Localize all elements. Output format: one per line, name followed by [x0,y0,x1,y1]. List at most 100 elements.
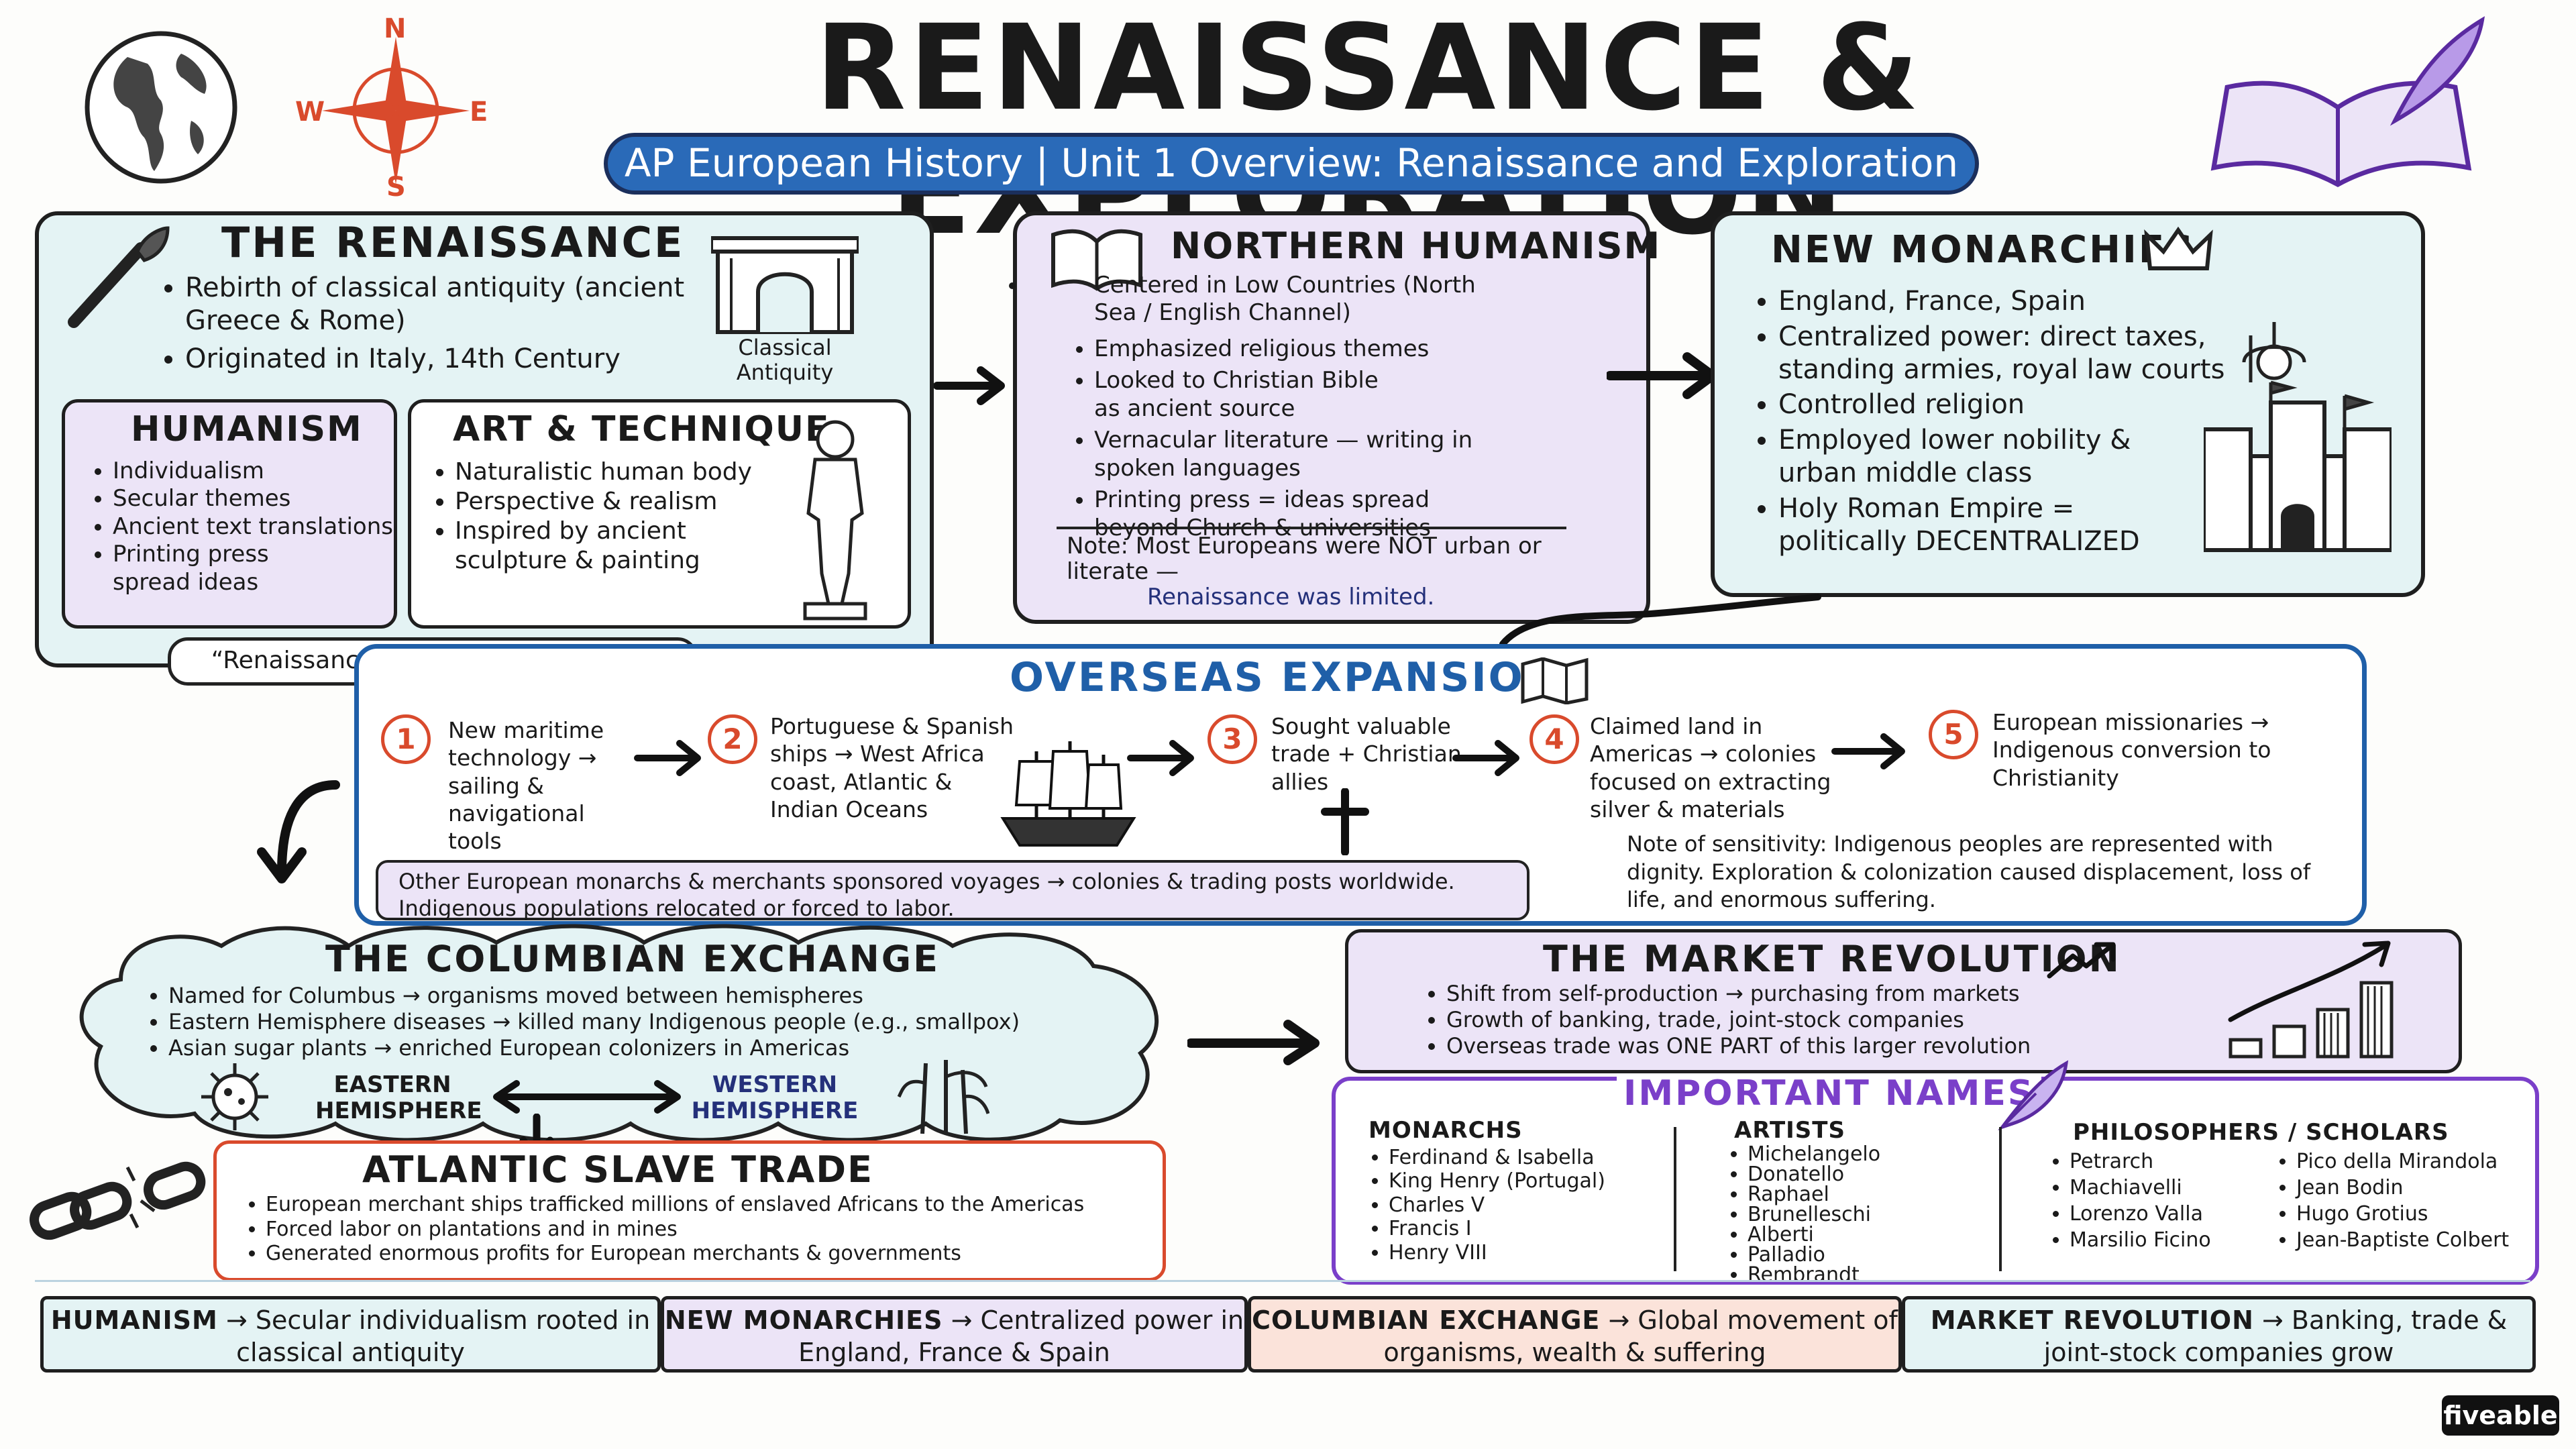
summary-columbian-exchange: COLUMBIAN EXCHANGE → Global movement of … [1248,1296,1902,1373]
list-item: Inspired by ancient sculpture & painting [455,517,790,576]
market-revolution-title: THE MARKET REVOLUTION [1543,938,2121,980]
step-number: 5 [1929,710,1978,759]
column-divider [1674,1127,1676,1271]
note-text: Note: Most Europeans were NOT urban or l… [1067,533,1542,586]
step-number: 1 [381,714,431,764]
scholars-list-1: Petrarch Machiavelli Lorenzo Valla Marsi… [2036,1148,2298,1253]
step-number: 2 [708,714,757,764]
virus-icon [201,1063,268,1130]
arrow-right-icon [1452,740,1519,776]
art-technique-title: ART & TECHNIQUE [453,409,830,449]
arrow-right-icon [634,740,701,776]
list-item: Hugo Grotius [2296,1201,2565,1227]
list-item: Pico della Mirandola [2296,1148,2565,1175]
summary-term: COLUMBIAN EXCHANGE [1252,1305,1601,1335]
quill-icon [1998,1060,2069,1130]
humanism-title: HUMANISM [131,409,363,449]
new-monarchies-list: England, France, Spain Centralized power… [1748,285,2275,557]
sensitivity-note: Note of sensitivity: Indigenous peoples … [1627,831,2311,913]
ship-icon [1000,741,1136,847]
compass-rose-icon [322,37,470,184]
compass-w: W [295,97,325,127]
compass-s: S [386,172,406,203]
monarchs-heading: MONARCHS [1368,1117,1523,1144]
list-item: Ancient text translations [113,513,428,541]
summary-term: MARKET REVOLUTION [1930,1305,2254,1335]
overseas-other-note: Other European monarchs & merchants spon… [376,860,1529,921]
step-4-text: Claimed land in Americas → colonies focu… [1590,713,1831,822]
artists-heading: ARTISTS [1734,1117,1845,1144]
list-item: Ferdinand & Isabella [1389,1146,1704,1169]
list-item: Eastern Hemisphere diseases → killed man… [168,1009,1175,1035]
overseas-expansion-title: OVERSEAS EXPANSION [1010,654,1560,701]
humanism-list: Individualism Secular themes Ancient tex… [80,458,428,596]
double-arrow-icon [493,1080,681,1114]
note-highlight: Renaissance was limited. [1147,584,1435,611]
list-item: Employed lower nobility & urban middle c… [1778,424,2154,490]
list-item: Holy Roman Empire = politically DECENTRA… [1778,492,2194,558]
sugar-cane-icon [897,1060,989,1134]
map-icon [1521,657,1589,704]
step-1-text: New maritime technology → sailing & navi… [448,717,604,854]
step-2-text: Portuguese & Spanish ships → West Africa… [770,713,1014,822]
list-item: Petrarch [2070,1148,2298,1175]
bar-growth-icon [2228,941,2394,1059]
art-technique-list: Naturalistic human body Perspective & re… [424,458,790,576]
list-item: Growth of banking, trade, joint-stock co… [1446,1007,2238,1033]
list-item: Originated in Italy, 14th Century [185,343,735,376]
arrow-right-icon [1127,740,1194,776]
list-item: Overseas trade was ONE PART of this larg… [1446,1033,2238,1059]
northern-humanism-list: Centered in Low Countries (North Sea / E… [1063,272,1644,542]
list-item: Jean-Baptiste Colbert [2296,1227,2565,1253]
list-item: Machiavelli [2070,1175,2298,1201]
list-item: Perspective & realism [455,487,790,517]
arrow-right-icon [1607,352,1717,399]
globe-icon [85,31,237,184]
step-3-text: Sought valuable trade + Christian allies [1271,713,1462,795]
slave-trade-list: European merchant ships trafficked milli… [235,1193,1191,1267]
list-item: Printing press spread ideas [113,541,287,596]
column-divider [1999,1127,2002,1271]
arch-icon [711,236,859,334]
page-subtitle: AP European History | Unit 1 Overview: R… [604,133,1979,195]
list-item: Jean Bodin [2296,1175,2565,1201]
market-revolution-list: Shift from self-production → purchasing … [1415,981,2238,1059]
list-item: Controlled religion [1778,388,2275,421]
broken-chain-icon [30,1161,206,1240]
arch-caption: Classical Antiquity [736,335,834,385]
trend-up-icon [2047,942,2116,979]
cloud-shape [79,924,1159,1142]
arrow-right-icon [934,366,1005,405]
scholars-list-2: Pico della Mirandola Jean Bodin Hugo Gro… [2264,1148,2565,1253]
list-item: Emphasized religious themes [1094,335,1644,363]
arrow-right-icon [1831,733,1905,769]
western-hemisphere-label: WESTERN HEMISPHERE [691,1071,859,1125]
humanism-panel [62,399,397,629]
renaissance-points: Rebirth of classical antiquity (ancient … [154,272,735,375]
list-item: Brunelleschi [1748,1205,2029,1225]
summary-text: → Global movement of organisms, wealth &… [1383,1305,1898,1367]
list-item: Lorenzo Valla [2070,1201,2298,1227]
list-item: Rembrandt [1748,1265,2029,1285]
arrow-right-icon [1187,1020,1320,1065]
step-number: 3 [1208,714,1257,764]
step-number: 4 [1529,714,1579,764]
compass-n: N [384,13,407,44]
list-item: Francis I [1389,1217,1704,1240]
summary-term: NEW MONARCHIES [664,1305,943,1335]
summary-humanism: HUMANISM → Secular individualism rooted … [40,1296,661,1373]
list-item: Rebirth of classical antiquity (ancient … [185,272,735,337]
list-item: Named for Columbus → organisms moved bet… [168,983,1175,1009]
list-item: Secular themes [113,485,428,513]
list-item: Charles V [1389,1193,1704,1217]
compass-e: E [470,97,488,127]
list-item: Forced labor on plantations and in mines [266,1218,1191,1242]
open-book-quill-icon [2210,16,2485,187]
northern-humanism-title: NORTHERN HUMANISM [1171,225,1662,267]
list-item: Vernacular literature — writing in spoke… [1094,427,1510,482]
artists-list: Michelangelo Donatello Raphael Brunelles… [1714,1144,2029,1285]
summary-new-monarchies: NEW MONARCHIES → Centralized power in En… [661,1296,1248,1373]
list-item: Looked to Christian Bible as ancient sou… [1094,367,1383,423]
list-item: Henry VIII [1389,1241,1704,1265]
summary-text: → Centralized power in England, France &… [798,1305,1244,1367]
